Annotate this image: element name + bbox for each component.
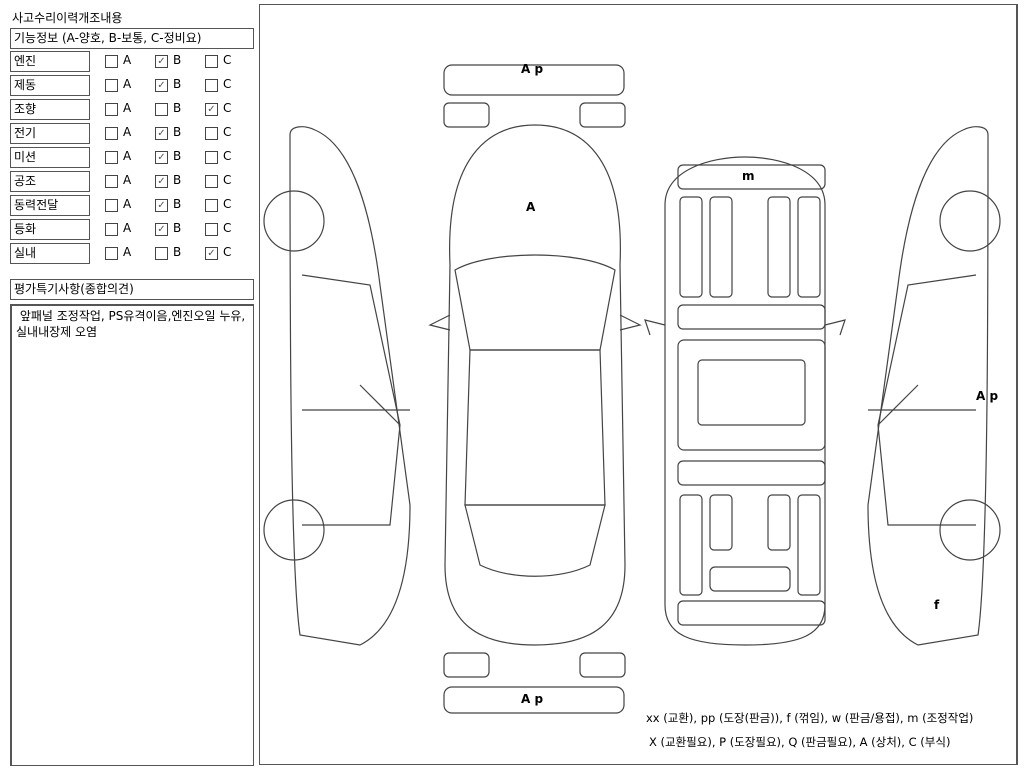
checkbox-b[interactable]: ✓ — [155, 79, 168, 92]
option-label: A — [123, 197, 132, 211]
checkbox-c[interactable]: ✓ — [205, 103, 218, 116]
checkbox-a[interactable] — [105, 175, 118, 188]
checkbox-b[interactable] — [155, 247, 168, 260]
option-label: B — [173, 245, 182, 259]
checkbox-b[interactable] — [155, 103, 168, 116]
checkbox-c[interactable] — [205, 127, 218, 140]
page-title: 사고수리이력개조내용 — [12, 11, 123, 25]
option-label: B — [173, 149, 182, 163]
car-outline-drawing — [263, 64, 1001, 714]
checkbox-b[interactable]: ✓ — [155, 151, 168, 164]
option-label: C — [223, 197, 232, 211]
checkbox-c[interactable]: ✓ — [205, 247, 218, 260]
option-label: A — [123, 77, 132, 91]
option-label: C — [223, 173, 232, 187]
remarks-header: 평가특기사항(종합의견) — [10, 279, 254, 300]
option-label: C — [223, 77, 232, 91]
option-label: A — [123, 245, 132, 259]
row-label: 동력전달 — [10, 195, 90, 216]
option-label: B — [173, 221, 182, 235]
row-label: 등화 — [10, 219, 90, 240]
row-label: 미션 — [10, 147, 90, 168]
option-label: C — [223, 245, 232, 259]
checkbox-c[interactable] — [205, 79, 218, 92]
checkbox-a[interactable] — [105, 223, 118, 236]
option-label: A — [123, 221, 132, 235]
option-label: A — [123, 53, 132, 67]
checkbox-a[interactable] — [105, 151, 118, 164]
mark-hood: A — [526, 200, 536, 214]
option-label: C — [223, 149, 232, 163]
checkbox-a[interactable] — [105, 127, 118, 140]
option-label: A — [123, 149, 132, 163]
checkbox-b[interactable]: ✓ — [155, 175, 168, 188]
legend-line-1: xx (교환), pp (도장(판금)), f (꺾임), w (판금/용접),… — [646, 711, 974, 725]
mark-right-rear: f — [934, 598, 940, 612]
option-label: C — [223, 221, 232, 235]
legend-line-2: X (교환필요), P (도장필요), Q (판금필요), A (상처), C … — [649, 735, 951, 749]
option-label: B — [173, 125, 182, 139]
checkbox-a[interactable] — [105, 247, 118, 260]
option-label: A — [123, 173, 132, 187]
option-label: A — [123, 101, 132, 115]
option-label: C — [223, 53, 232, 67]
option-label: C — [223, 101, 232, 115]
row-label: 엔진 — [10, 51, 90, 72]
checkbox-b[interactable]: ✓ — [155, 55, 168, 68]
checkbox-c[interactable] — [205, 151, 218, 164]
option-label: B — [173, 53, 182, 67]
mark-roof: m — [742, 169, 755, 183]
checkbox-c[interactable] — [205, 199, 218, 212]
car-damage-diagram: A p A m A p f A p xx (교환), pp (도장(판금)), … — [259, 4, 1018, 765]
option-label: B — [173, 77, 182, 91]
remarks-textarea[interactable]: 앞패널 조정작업, PS유격이음,엔진오일 누유,실내내장제 오염 — [10, 304, 254, 766]
checkbox-b[interactable]: ✓ — [155, 223, 168, 236]
checkbox-c[interactable] — [205, 55, 218, 68]
option-label: A — [123, 125, 132, 139]
checkbox-b[interactable]: ✓ — [155, 199, 168, 212]
checkbox-c[interactable] — [205, 223, 218, 236]
checkbox-a[interactable] — [105, 103, 118, 116]
checkbox-c[interactable] — [205, 175, 218, 188]
row-label: 제동 — [10, 75, 90, 96]
mark-rear-bumper: A p — [521, 692, 544, 706]
checkbox-a[interactable] — [105, 199, 118, 212]
checkbox-a[interactable] — [105, 55, 118, 68]
row-label: 전기 — [10, 123, 90, 144]
row-label: 조향 — [10, 99, 90, 120]
checkbox-b[interactable]: ✓ — [155, 127, 168, 140]
checkbox-a[interactable] — [105, 79, 118, 92]
mark-front-bumper: A p — [521, 62, 544, 76]
row-label: 공조 — [10, 171, 90, 192]
option-label: B — [173, 197, 182, 211]
mark-right-side: A p — [976, 389, 999, 403]
row-label: 실내 — [10, 243, 90, 264]
option-label: B — [173, 101, 182, 115]
option-label: B — [173, 173, 182, 187]
function-info-header: 기능정보 (A-양호, B-보통, C-정비요) — [10, 28, 254, 49]
option-label: C — [223, 125, 232, 139]
